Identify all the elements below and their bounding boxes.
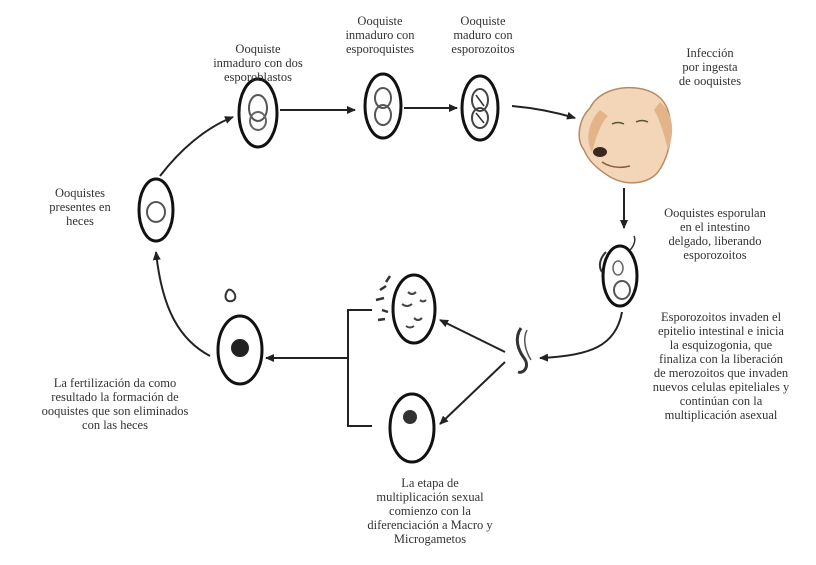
schizont-merozoites bbox=[376, 275, 435, 343]
oocyst-two-sporoblasts bbox=[239, 79, 277, 147]
dog-head-illustration bbox=[579, 88, 672, 183]
label-sexual-stage: La etapa de multiplicación sexual comien… bbox=[345, 476, 515, 546]
label-fertilization: La fertilización da como resultado la fo… bbox=[20, 376, 210, 432]
sporozoite bbox=[517, 328, 531, 372]
oocyst-in-feces bbox=[139, 179, 173, 241]
label-excystation: Ooquistes esporulan en el intestino delg… bbox=[640, 206, 790, 262]
macrogamete bbox=[390, 394, 434, 462]
label-feces: Ooquistes presentes en heces bbox=[30, 186, 130, 228]
label-immature-two-sporoblasts: Ooquiste inmaduro con dos esporoblastos bbox=[193, 42, 323, 84]
oocyst-mature bbox=[462, 76, 498, 140]
label-mature-oocyst: Ooquiste maduro con esporozoitos bbox=[428, 14, 538, 56]
label-infection: Infección por ingesta de ooquistes bbox=[655, 46, 765, 88]
zygote bbox=[218, 290, 262, 384]
oocyst-sporocysts bbox=[365, 74, 401, 138]
label-immature-sporocysts: Ooquiste inmaduro con esporoquistes bbox=[320, 14, 440, 56]
label-schizogony: Esporozoitos invaden el epitelio intesti… bbox=[628, 310, 814, 422]
oocyst-excysting bbox=[600, 236, 637, 306]
